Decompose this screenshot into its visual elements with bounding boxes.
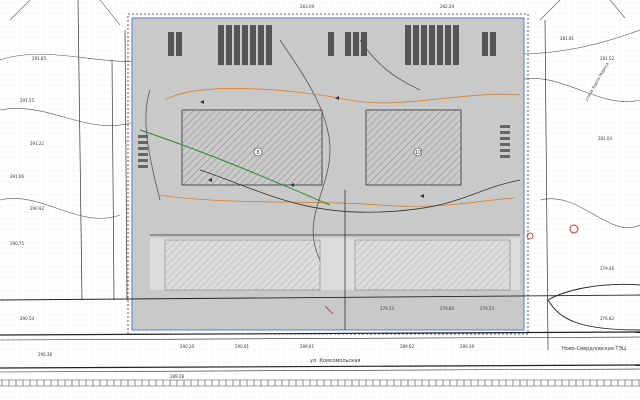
flow-arrows xyxy=(200,96,424,198)
elevation-label: 291.55 xyxy=(20,98,34,103)
building-left-marker xyxy=(253,147,263,157)
truck-group-right xyxy=(405,25,496,65)
rail-ties xyxy=(0,379,640,387)
elevation-label: 290.75 xyxy=(10,241,24,246)
parking-left xyxy=(138,135,148,168)
elevation-label: 291.22 xyxy=(30,141,44,146)
elevation-label: 276.82 xyxy=(600,316,614,321)
elevation-label: 281.52 xyxy=(600,56,614,61)
grading-lines xyxy=(139,39,521,330)
building-right-marker xyxy=(413,147,423,157)
elevation-label: 289.81 xyxy=(300,344,314,349)
elevation-label: 282.29 xyxy=(440,4,454,9)
elevation-label: 289.62 xyxy=(400,344,414,349)
building-left xyxy=(181,109,323,186)
street-label-right: Ново-Свердловская ТЭЦ xyxy=(562,346,626,352)
elevation-label: 279.84 xyxy=(440,306,454,311)
building-right-id: 10 xyxy=(415,150,421,156)
elevation-label: 291.06 xyxy=(10,174,24,179)
red-marker-1 xyxy=(569,224,579,234)
parking-right xyxy=(500,125,510,158)
truck-group-left xyxy=(168,25,367,65)
street-label-main: ул. Комсомольская xyxy=(310,358,360,364)
elevation-label: 290.20 xyxy=(180,344,194,349)
red-marker-2 xyxy=(526,232,534,240)
elevation-label: 290.01 xyxy=(235,344,249,349)
elevation-label: 281.04 xyxy=(598,136,612,141)
road-lines xyxy=(0,283,640,373)
elevation-label: 281.81 xyxy=(560,36,574,41)
elevation-label: 279.53 xyxy=(480,306,494,311)
elevation-label: 290.38 xyxy=(38,352,52,357)
elevation-label: 289.28 xyxy=(170,374,184,379)
elevation-label: 290.54 xyxy=(20,316,34,321)
building-lower-right xyxy=(354,239,511,291)
building-right xyxy=(365,109,462,186)
elevation-label: 290.92 xyxy=(30,206,44,211)
elevation-label: 279.13 xyxy=(380,306,394,311)
survey-lines xyxy=(77,0,549,351)
elevation-label: 291.85 xyxy=(32,56,46,61)
elevation-label: 279.46 xyxy=(600,266,614,271)
red-marker-3 xyxy=(324,305,334,315)
elevation-label: 289.39 xyxy=(460,344,474,349)
building-lower-left xyxy=(164,239,321,291)
building-left-id: 8 xyxy=(257,150,260,156)
elevation-label: 283.09 xyxy=(300,4,314,9)
